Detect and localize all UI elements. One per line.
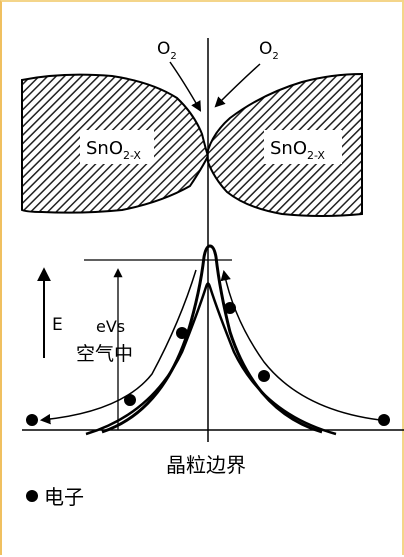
o2-right-arrow [214, 63, 261, 108]
air-label: 空气中 [76, 343, 133, 365]
sno2-left-label: SnO2-X [86, 138, 141, 162]
electron-dot [378, 414, 390, 426]
electron-dot [224, 302, 236, 314]
o2-right-label: O2 [259, 39, 279, 62]
electron-path-left [39, 269, 197, 425]
energy-axis-label: E [52, 315, 63, 335]
grain-boundary-label: 晶粒边界 [166, 453, 246, 477]
electron-path-right [220, 269, 381, 421]
evs-label: eVs [96, 317, 125, 336]
electron-dot [26, 414, 38, 426]
o2-left-label: O2 [157, 39, 177, 62]
electron-dot [258, 370, 270, 382]
electron-legend-dot [26, 490, 38, 502]
electron-dot [176, 327, 188, 339]
conduction-band-curve [101, 244, 323, 434]
electron-legend-label: 电子 [44, 485, 84, 509]
fermi-band-curve [85, 282, 337, 436]
sno2-right-label: SnO2-X [270, 138, 325, 162]
o2-left-arrow [169, 61, 202, 112]
electron-dot [124, 394, 136, 406]
